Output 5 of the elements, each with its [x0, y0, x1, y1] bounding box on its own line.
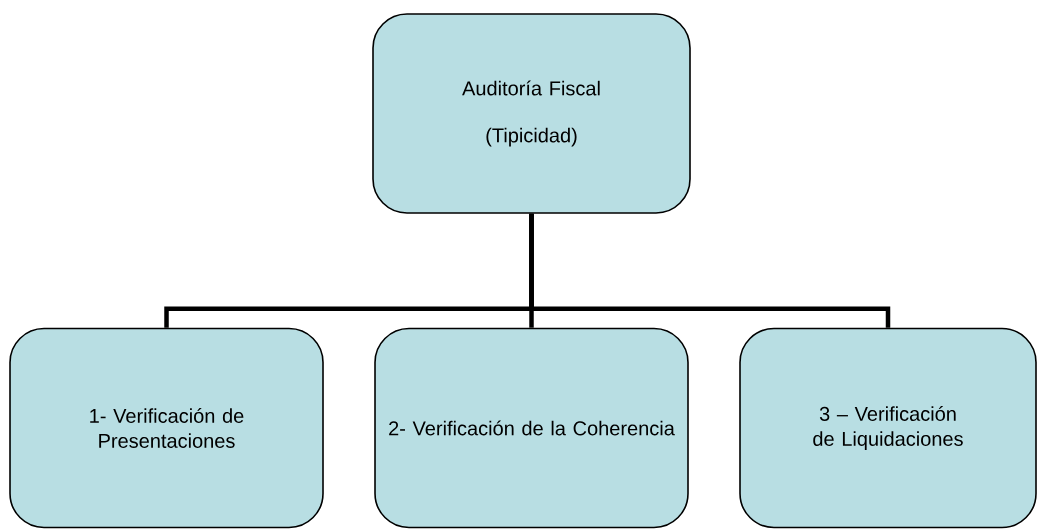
process-box: 2- Verificación de la Coherencia	[374, 327, 689, 529]
process-box: Auditoría Fiscal (Tipicidad)	[372, 13, 691, 214]
process-box: 1- Verificación de Presentaciones	[9, 327, 324, 529]
process-box: 3 – Verificación de Liquidaciones	[739, 327, 1037, 529]
connector-line	[529, 213, 891, 328]
